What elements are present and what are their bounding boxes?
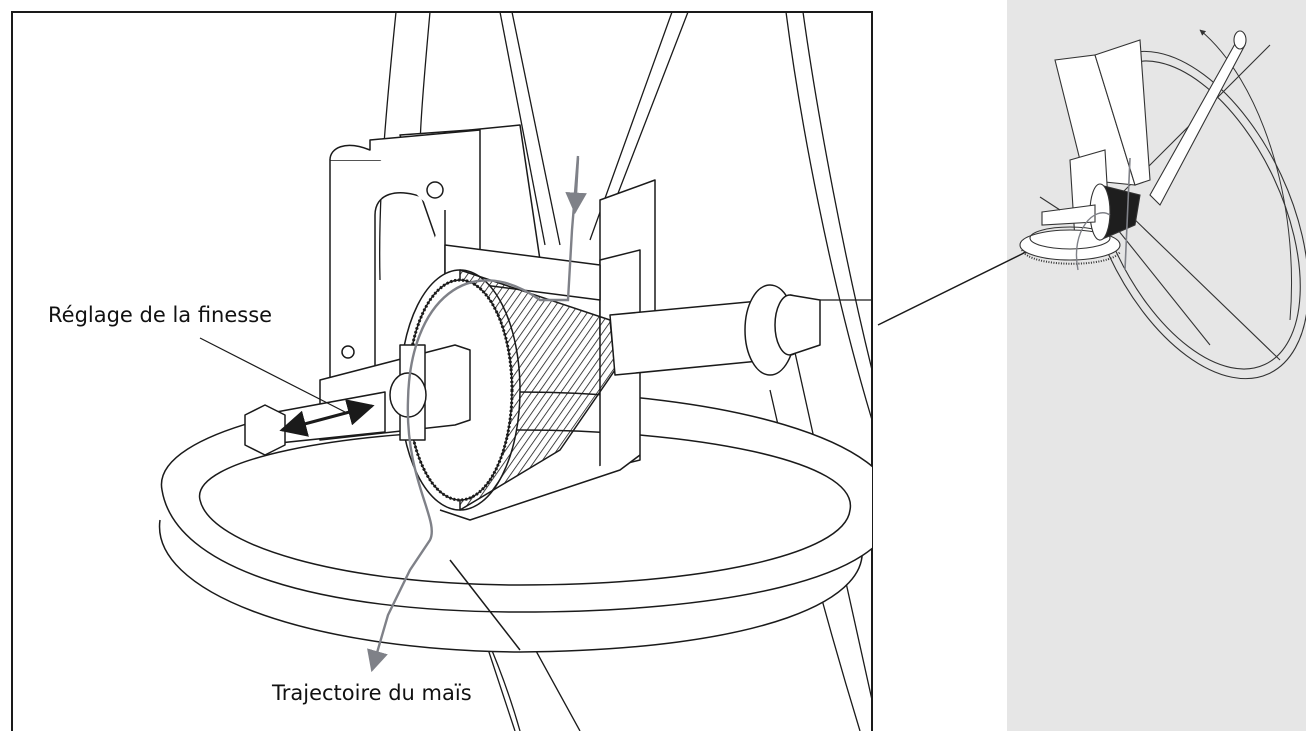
overview-inset-panel: [1007, 0, 1306, 731]
corn-path-arrow: [367, 155, 580, 673]
fineness-adjustment-arrow: [279, 399, 375, 437]
fineness-adjustment-label: Réglage de la finesse: [46, 303, 275, 327]
fineness-leader-line: [199, 337, 346, 413]
main-shaft: [609, 284, 821, 376]
corn-path-label: Trajectoire du maïs: [270, 681, 474, 705]
detail-frame: [11, 11, 873, 731]
inset-leader-line: [877, 249, 1031, 326]
corn-path-entry-arrow: [565, 157, 587, 215]
pulley-wheel: [158, 391, 872, 653]
rotation-arrow: [1199, 29, 1293, 321]
overview-mill-drawing: [1019, 29, 1306, 380]
